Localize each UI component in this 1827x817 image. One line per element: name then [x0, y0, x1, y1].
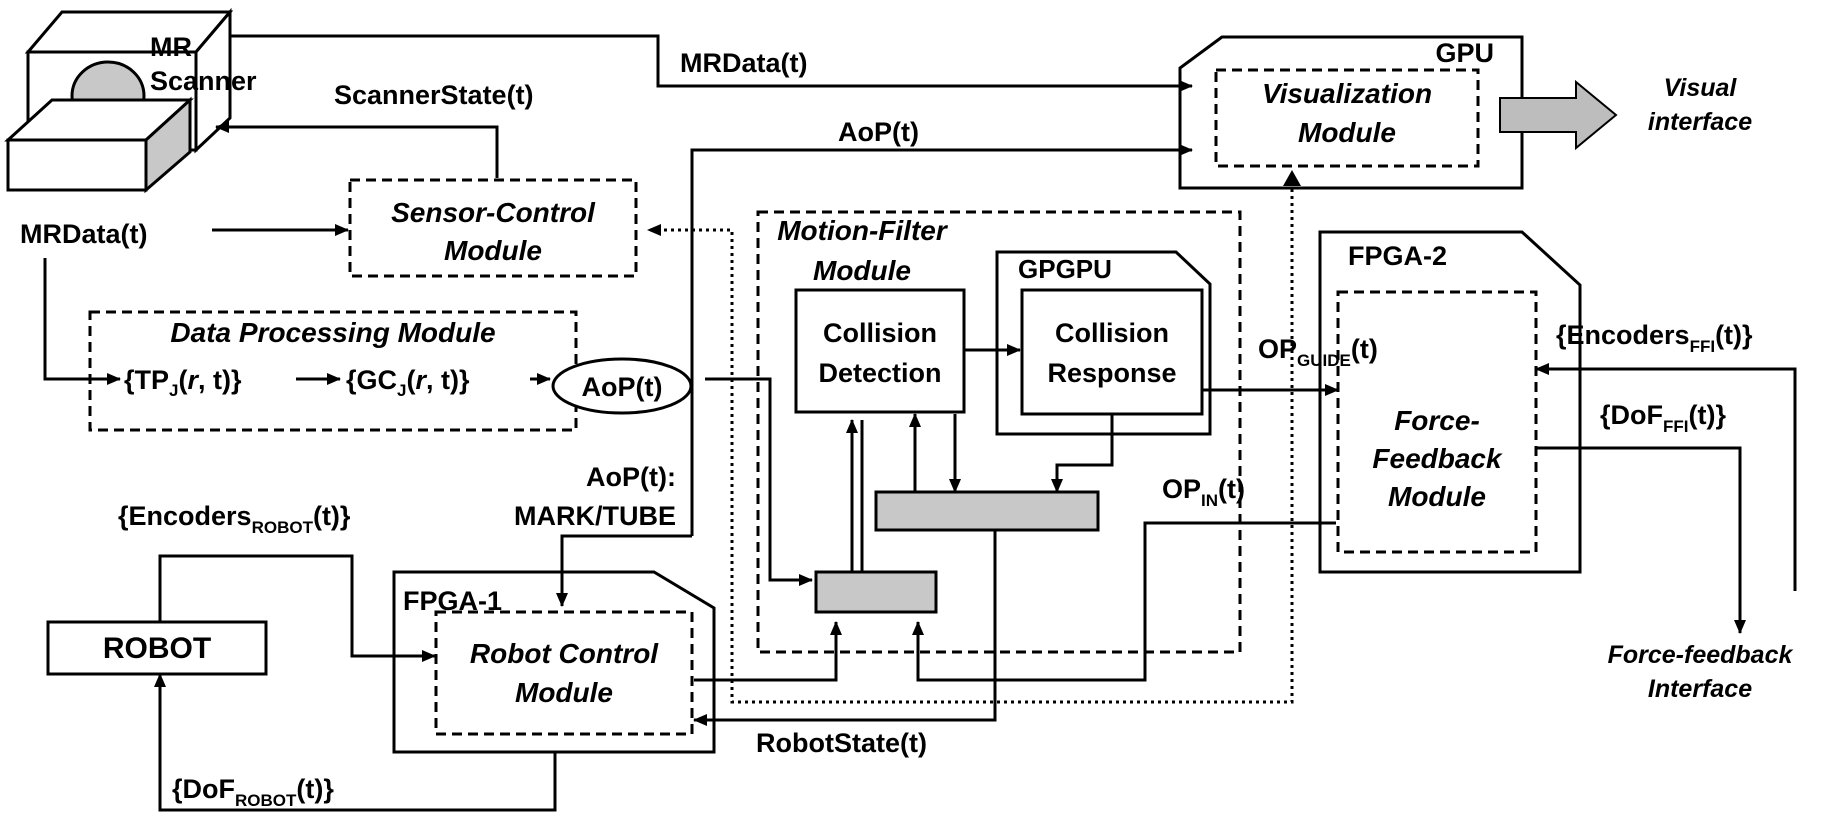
encoders-robot-arrow	[158, 554, 436, 662]
op-in-arrow	[912, 521, 1336, 682]
collision-response-label-2: Response	[1047, 358, 1176, 388]
motion-filter-module	[756, 210, 1242, 654]
scanner-state-arrow	[215, 121, 499, 178]
ff-interface-label-2: Interface	[1648, 675, 1752, 703]
aop-mark-label: AoP(t):	[586, 462, 676, 492]
fpga1-box	[392, 570, 716, 754]
force-feedback-module-label: Force-	[1394, 405, 1480, 436]
dof-ffi-label: {DoFFFI(t)}	[1600, 400, 1726, 436]
mrdata-top-label: MRData(t)	[680, 48, 808, 78]
robot-box	[46, 620, 268, 676]
robot-label: ROBOT	[103, 632, 211, 665]
encoders-robot-label: {EncodersROBOT(t)}	[118, 501, 351, 537]
aop-ellipse-label: AoP(t)	[582, 372, 663, 402]
dof-robot-arrow	[154, 673, 557, 812]
aop-to-visualization-arrow	[690, 144, 1193, 536]
dof-ffi-arrow	[1536, 446, 1746, 634]
aop-mark-label-2: MARK/TUBE	[514, 501, 676, 531]
gpgpu-label: GPGPU	[1018, 254, 1112, 284]
collision-response-box	[1020, 288, 1204, 416]
ff-interface-label: Force-feedback	[1608, 641, 1794, 669]
aop-ellipse	[551, 357, 693, 415]
robot-control-module-label: Robot Control	[470, 638, 659, 669]
collision-detection-label: Collision	[823, 318, 937, 348]
force-feedback-module	[1336, 290, 1538, 554]
robot-state-label: RobotState(t)	[756, 728, 927, 758]
robot-control-to-mux-arrow	[694, 621, 842, 682]
mr-scanner-label-2: Scanner	[150, 66, 257, 96]
visual-interface-label: Visual	[1664, 74, 1738, 102]
force-feedback-module-label-2: Feedback	[1372, 443, 1503, 474]
data-processing-module-label: Data Processing Module	[170, 317, 495, 348]
gpu-box	[1178, 35, 1524, 190]
mrdata-left-label: MRData(t)	[20, 219, 148, 249]
visualization-module-label: Visualization	[1262, 78, 1432, 109]
motion-filter-module-label: Motion-Filter	[777, 215, 949, 246]
collision-detection-box	[794, 288, 966, 414]
sensor-control-module-label: Sensor-Control	[391, 197, 596, 228]
aop-to-mux-arrow	[705, 377, 813, 586]
aop-top-label: AoP(t)	[838, 117, 919, 147]
fpga2-label: FPGA-2	[1348, 241, 1447, 271]
mr-scanner-label: MR	[150, 32, 192, 62]
robot-control-module	[434, 610, 694, 736]
input-mux-block	[814, 570, 938, 614]
tp-label: {TPJ(r, t)}	[124, 365, 242, 400]
visual-output-arrow-icon	[1499, 79, 1618, 151]
visualization-dotted-arrowhead	[1283, 170, 1301, 186]
force-feedback-module-label-3: Module	[1388, 481, 1486, 512]
mr-scanner-icon	[4, 7, 234, 194]
visualization-module	[1214, 68, 1480, 168]
visual-interface-label-2: interface	[1648, 108, 1752, 136]
gpgpu-box	[995, 250, 1212, 436]
aop-mark-arrow	[556, 534, 692, 607]
response-to-gate-arrow	[1051, 415, 1114, 493]
visualization-module-label-2: Module	[1298, 117, 1396, 148]
motion-filter-module-label-2: Module	[813, 255, 911, 286]
fpga2-box	[1318, 230, 1582, 574]
encoders-ffi-label: {EncodersFFI(t)}	[1556, 320, 1753, 356]
mrdata-to-tp-arrow	[43, 258, 121, 385]
robot-control-module-label-2: Module	[515, 677, 613, 708]
gc-label: {GCJ(r, t)}	[346, 365, 470, 400]
collision-response-label: Collision	[1055, 318, 1169, 348]
state-gate-block	[874, 490, 1100, 532]
encoders-ffi-arrow	[1535, 363, 1797, 591]
robot-state-arrow	[693, 530, 997, 726]
gpu-label: GPU	[1435, 38, 1494, 68]
op-in-label: OPIN(t)	[1162, 474, 1245, 510]
dof-robot-label: {DoFROBOT(t)}	[172, 774, 334, 810]
sensor-control-module-label-2: Module	[444, 235, 542, 266]
state-feedback-dotted-line	[647, 175, 1294, 704]
op-guide-label: OPGUIDE(t)	[1258, 334, 1378, 370]
collision-detection-label-2: Detection	[818, 358, 941, 388]
mrdata-arrow-top	[230, 34, 1193, 92]
scanner-state-label: ScannerState(t)	[334, 80, 534, 110]
